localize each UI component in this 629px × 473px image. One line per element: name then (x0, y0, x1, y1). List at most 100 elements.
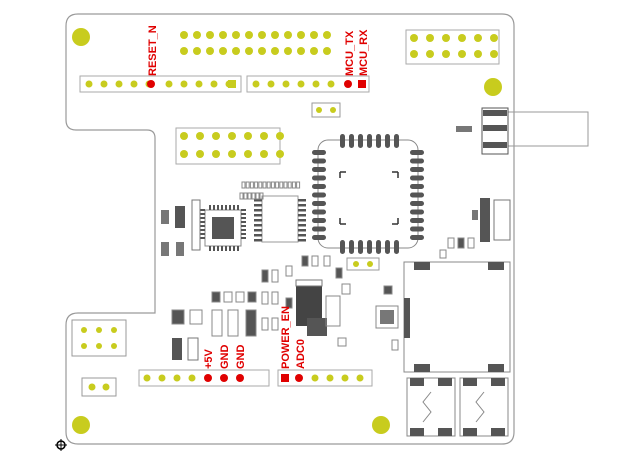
pad (232, 31, 240, 39)
pin (209, 246, 211, 251)
mcu-tx-pad (344, 80, 352, 88)
smd-part (311, 255, 319, 267)
pad (206, 47, 214, 55)
pad (219, 47, 227, 55)
header-row-bottom-right (311, 374, 364, 382)
pad (180, 47, 188, 55)
pin (367, 240, 372, 254)
resistor (270, 181, 275, 189)
header-2x6 (410, 34, 498, 58)
pin (217, 246, 219, 251)
pad (442, 34, 450, 42)
pad (102, 383, 110, 391)
capacitor (187, 337, 199, 361)
pad (232, 47, 240, 55)
qfn-chip (204, 209, 242, 247)
pin (410, 158, 424, 164)
pin (312, 209, 326, 215)
qfn-pins (200, 205, 246, 251)
soic-pins (254, 199, 306, 242)
pad (327, 80, 335, 88)
pin (241, 237, 246, 239)
pin (410, 184, 424, 189)
resistor (287, 181, 292, 189)
smd-part (261, 291, 269, 305)
resistor (241, 181, 246, 189)
switch-outline (71, 319, 127, 357)
pin (367, 134, 372, 148)
pin (241, 217, 246, 219)
pin (254, 199, 262, 202)
pad (410, 50, 418, 58)
pin (229, 205, 231, 210)
smd-part (337, 337, 347, 347)
smd-part (211, 291, 221, 303)
component (161, 242, 169, 256)
smd-part (245, 309, 257, 337)
pin (225, 205, 227, 210)
pad (100, 80, 108, 88)
pin (254, 234, 262, 237)
pad (252, 80, 260, 88)
component (472, 210, 478, 220)
lower-components (171, 237, 475, 351)
pin (410, 167, 424, 172)
pin (312, 226, 326, 232)
resistor (243, 192, 248, 200)
component (161, 210, 169, 224)
label-gnd-2: GND (235, 345, 247, 370)
pin (410, 201, 424, 206)
pin (312, 184, 326, 189)
pad (245, 31, 253, 39)
pin (241, 221, 246, 223)
pad (276, 132, 284, 140)
board-outline (65, 13, 515, 445)
pin (200, 209, 205, 211)
label-reset-n: RESET_N (147, 25, 159, 76)
pad (210, 80, 218, 88)
pin (254, 229, 262, 232)
pad (271, 31, 279, 39)
smd-part (323, 255, 331, 267)
pin (237, 205, 239, 210)
pad (143, 374, 151, 382)
pin (410, 150, 424, 155)
pin (241, 213, 246, 215)
pin (394, 134, 399, 148)
component (456, 126, 472, 132)
pad (330, 107, 336, 113)
pad (410, 34, 418, 42)
soic-chip (261, 195, 299, 243)
resistor (283, 181, 288, 189)
pin (376, 134, 381, 148)
pin (221, 205, 223, 210)
pad (490, 50, 498, 58)
adc0-pad (295, 374, 303, 382)
pin (358, 240, 363, 254)
pad (244, 150, 252, 158)
pad (474, 34, 482, 42)
pin (254, 209, 262, 212)
smd-part (271, 291, 279, 305)
resistor (266, 181, 271, 189)
pad (490, 34, 498, 42)
pin (241, 225, 246, 227)
pad (193, 31, 201, 39)
pin (200, 229, 205, 231)
smd-part (383, 285, 393, 295)
pin (410, 226, 424, 232)
pad (353, 261, 359, 267)
pin (298, 239, 306, 242)
mcu-module (317, 139, 419, 249)
mounting-hole (484, 78, 502, 96)
pad (206, 31, 214, 39)
resistor (279, 181, 284, 189)
pad (180, 150, 188, 158)
pin (410, 192, 424, 198)
pin (200, 213, 205, 215)
smd-part (211, 309, 223, 337)
header-outline (175, 127, 281, 165)
pin (225, 246, 227, 251)
pin (410, 175, 424, 181)
pin (385, 240, 390, 254)
